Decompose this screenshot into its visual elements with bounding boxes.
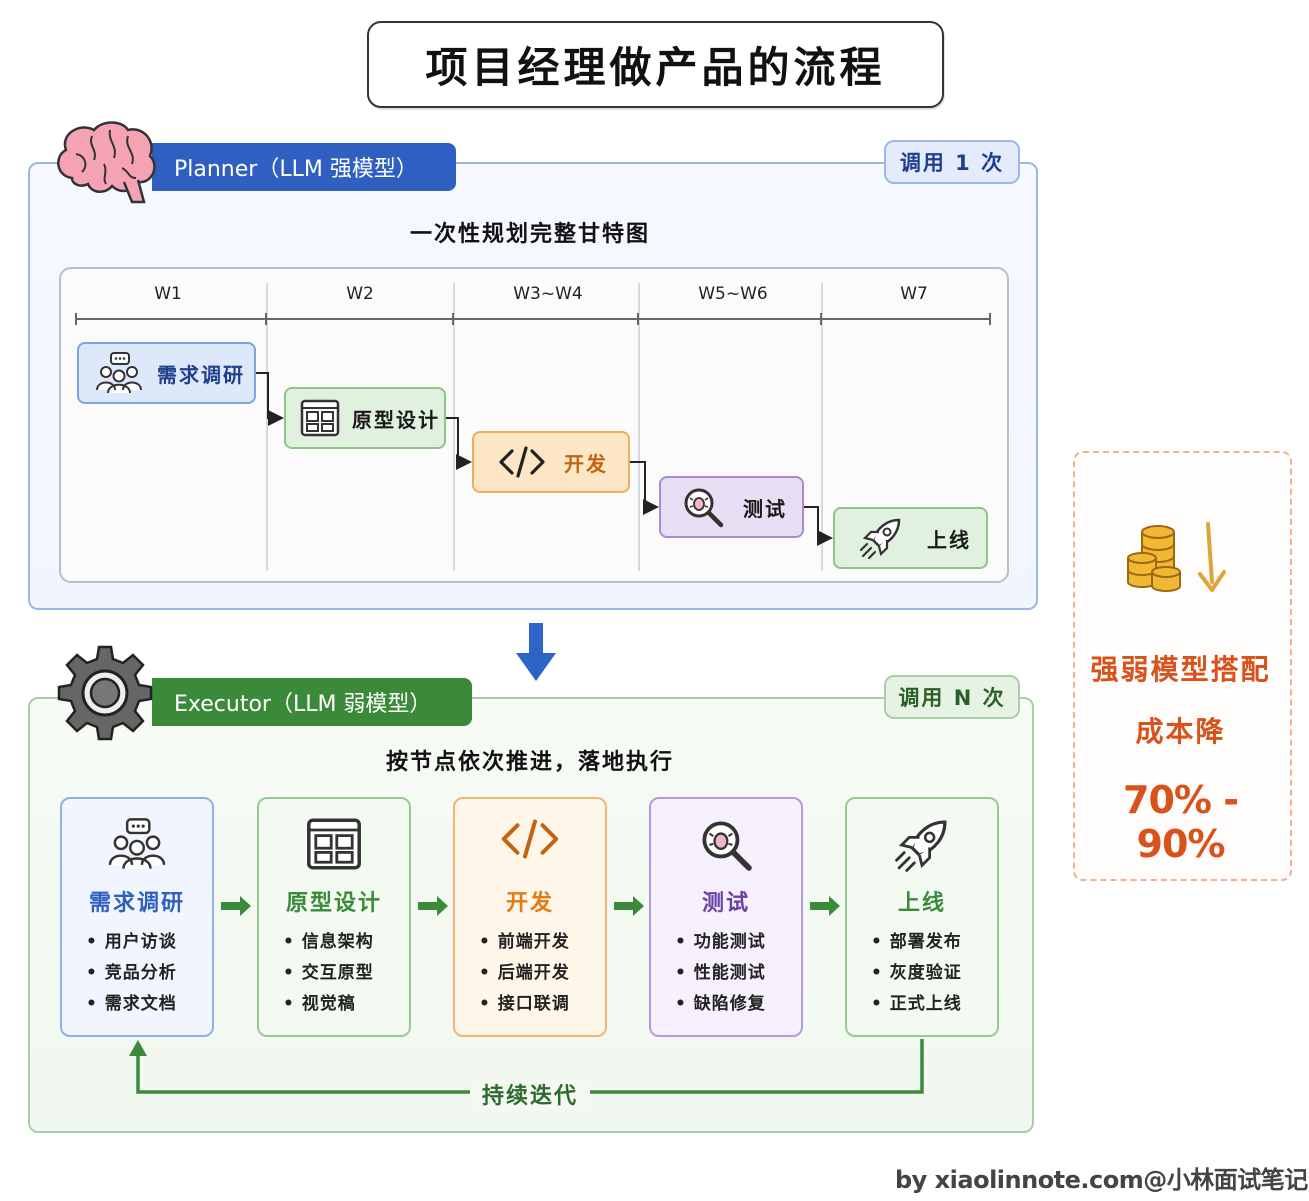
week-label-w2: W2 (346, 284, 374, 304)
executor-subtitle: 按节点依次推进，落地执行 (385, 750, 674, 775)
gantt-divider (453, 283, 455, 571)
code-icon (499, 446, 545, 478)
stage-title: 原型设计 (285, 891, 382, 916)
stage-item: 接口联调 (479, 989, 570, 1020)
week-label-w1: W1 (154, 284, 182, 304)
bug-search-icon (702, 821, 752, 871)
stage-items: 信息架构 交互原型 视觉稿 (283, 927, 374, 1020)
wireframe-icon (300, 399, 340, 437)
gantt-task-label: 测试 (743, 496, 787, 521)
gantt-task-testing: 测试 (659, 476, 804, 538)
cost-line-1: 强弱模型搭配 (1090, 653, 1271, 686)
stage-item: 灰度验证 (871, 958, 962, 989)
gantt-task-label: 开发 (564, 451, 608, 476)
gantt-task-launch: 上线 (833, 507, 988, 569)
cost-line-2: 成本降 (1135, 715, 1226, 748)
week-label-w5-w6: W5~W6 (698, 284, 768, 304)
planner-header: Planner（LLM 强模型） (152, 143, 456, 191)
loop-label: 持续迭代 (470, 1078, 590, 1110)
stage-item: 部署发布 (871, 927, 962, 958)
stage-item: 竞品分析 (86, 958, 177, 989)
stage-item: 后端开发 (479, 958, 570, 989)
stage-item: 需求文档 (86, 989, 177, 1020)
code-icon (501, 819, 559, 859)
stage-item: 视觉稿 (283, 989, 374, 1020)
stage-title: 测试 (701, 891, 750, 916)
cost-box (1073, 451, 1292, 881)
stage-item: 信息架构 (283, 927, 374, 958)
stage-item: 性能测试 (675, 958, 766, 989)
planner-call-badge: 调用 1 次 (884, 140, 1020, 184)
page-title: 项目经理做产品的流程 (425, 43, 886, 92)
gantt-task-label: 上线 (927, 527, 971, 552)
watermark: by xiaolinnote.com@小林面试笔记 (895, 1166, 1308, 1194)
week-label-w3-w4: W3~W4 (513, 284, 583, 304)
people-chat-icon (96, 352, 142, 394)
stage-item: 交互原型 (283, 958, 374, 989)
stage-item: 前端开发 (479, 927, 570, 958)
stage-card-development: 开发 前端开发 后端开发 接口联调 (453, 797, 607, 1037)
gantt-task-research: 需求调研 (77, 342, 256, 404)
stage-items: 部署发布 灰度验证 正式上线 (871, 927, 962, 1020)
stage-item: 正式上线 (871, 989, 962, 1020)
wireframe-icon (307, 818, 361, 870)
people-chat-icon (108, 818, 166, 869)
planner-subtitle: 一次性规划完整甘特图 (409, 222, 650, 247)
stage-items: 前端开发 后端开发 接口联调 (479, 927, 570, 1020)
stage-title: 需求调研 (88, 891, 185, 916)
title-box: 项目经理做产品的流程 (367, 21, 944, 108)
brain-icon (52, 118, 160, 210)
stage-items: 用户访谈 竞品分析 需求文档 (86, 927, 177, 1020)
stage-items: 功能测试 性能测试 缺陷修复 (675, 927, 766, 1020)
coins-down-icon (1126, 520, 1236, 600)
down-arrow-icon (514, 623, 558, 687)
stage-item: 功能测试 (675, 927, 766, 958)
rocket-icon (859, 518, 901, 560)
bug-search-icon (684, 488, 724, 528)
stage-card-testing: 测试 功能测试 性能测试 缺陷修复 (649, 797, 803, 1037)
executor-call-badge: 调用 N 次 (884, 675, 1020, 719)
gantt-divider (638, 283, 640, 571)
stage-item: 缺陷修复 (675, 989, 766, 1020)
stage-card-prototype: 原型设计 信息架构 交互原型 视觉稿 (257, 797, 411, 1037)
stage-title: 开发 (505, 891, 554, 916)
stage-card-research: 需求调研 用户访谈 竞品分析 需求文档 (60, 797, 214, 1037)
week-label-w7: W7 (900, 284, 928, 304)
gear-icon (55, 643, 155, 747)
gantt-task-label: 需求调研 (157, 362, 245, 387)
gantt-divider (821, 283, 823, 571)
gantt-task-development: 开发 (472, 431, 630, 493)
stage-card-launch: 上线 部署发布 灰度验证 正式上线 (845, 797, 999, 1037)
cost-range: 70% - 90% (1123, 778, 1239, 866)
executor-header: Executor（LLM 弱模型） (152, 678, 472, 726)
stage-title: 上线 (897, 891, 946, 916)
rocket-icon (895, 820, 947, 872)
stage-item: 用户访谈 (86, 927, 177, 958)
gantt-task-label: 原型设计 (352, 407, 440, 432)
gantt-task-prototype: 原型设计 (284, 387, 446, 449)
gantt-divider (266, 283, 268, 571)
